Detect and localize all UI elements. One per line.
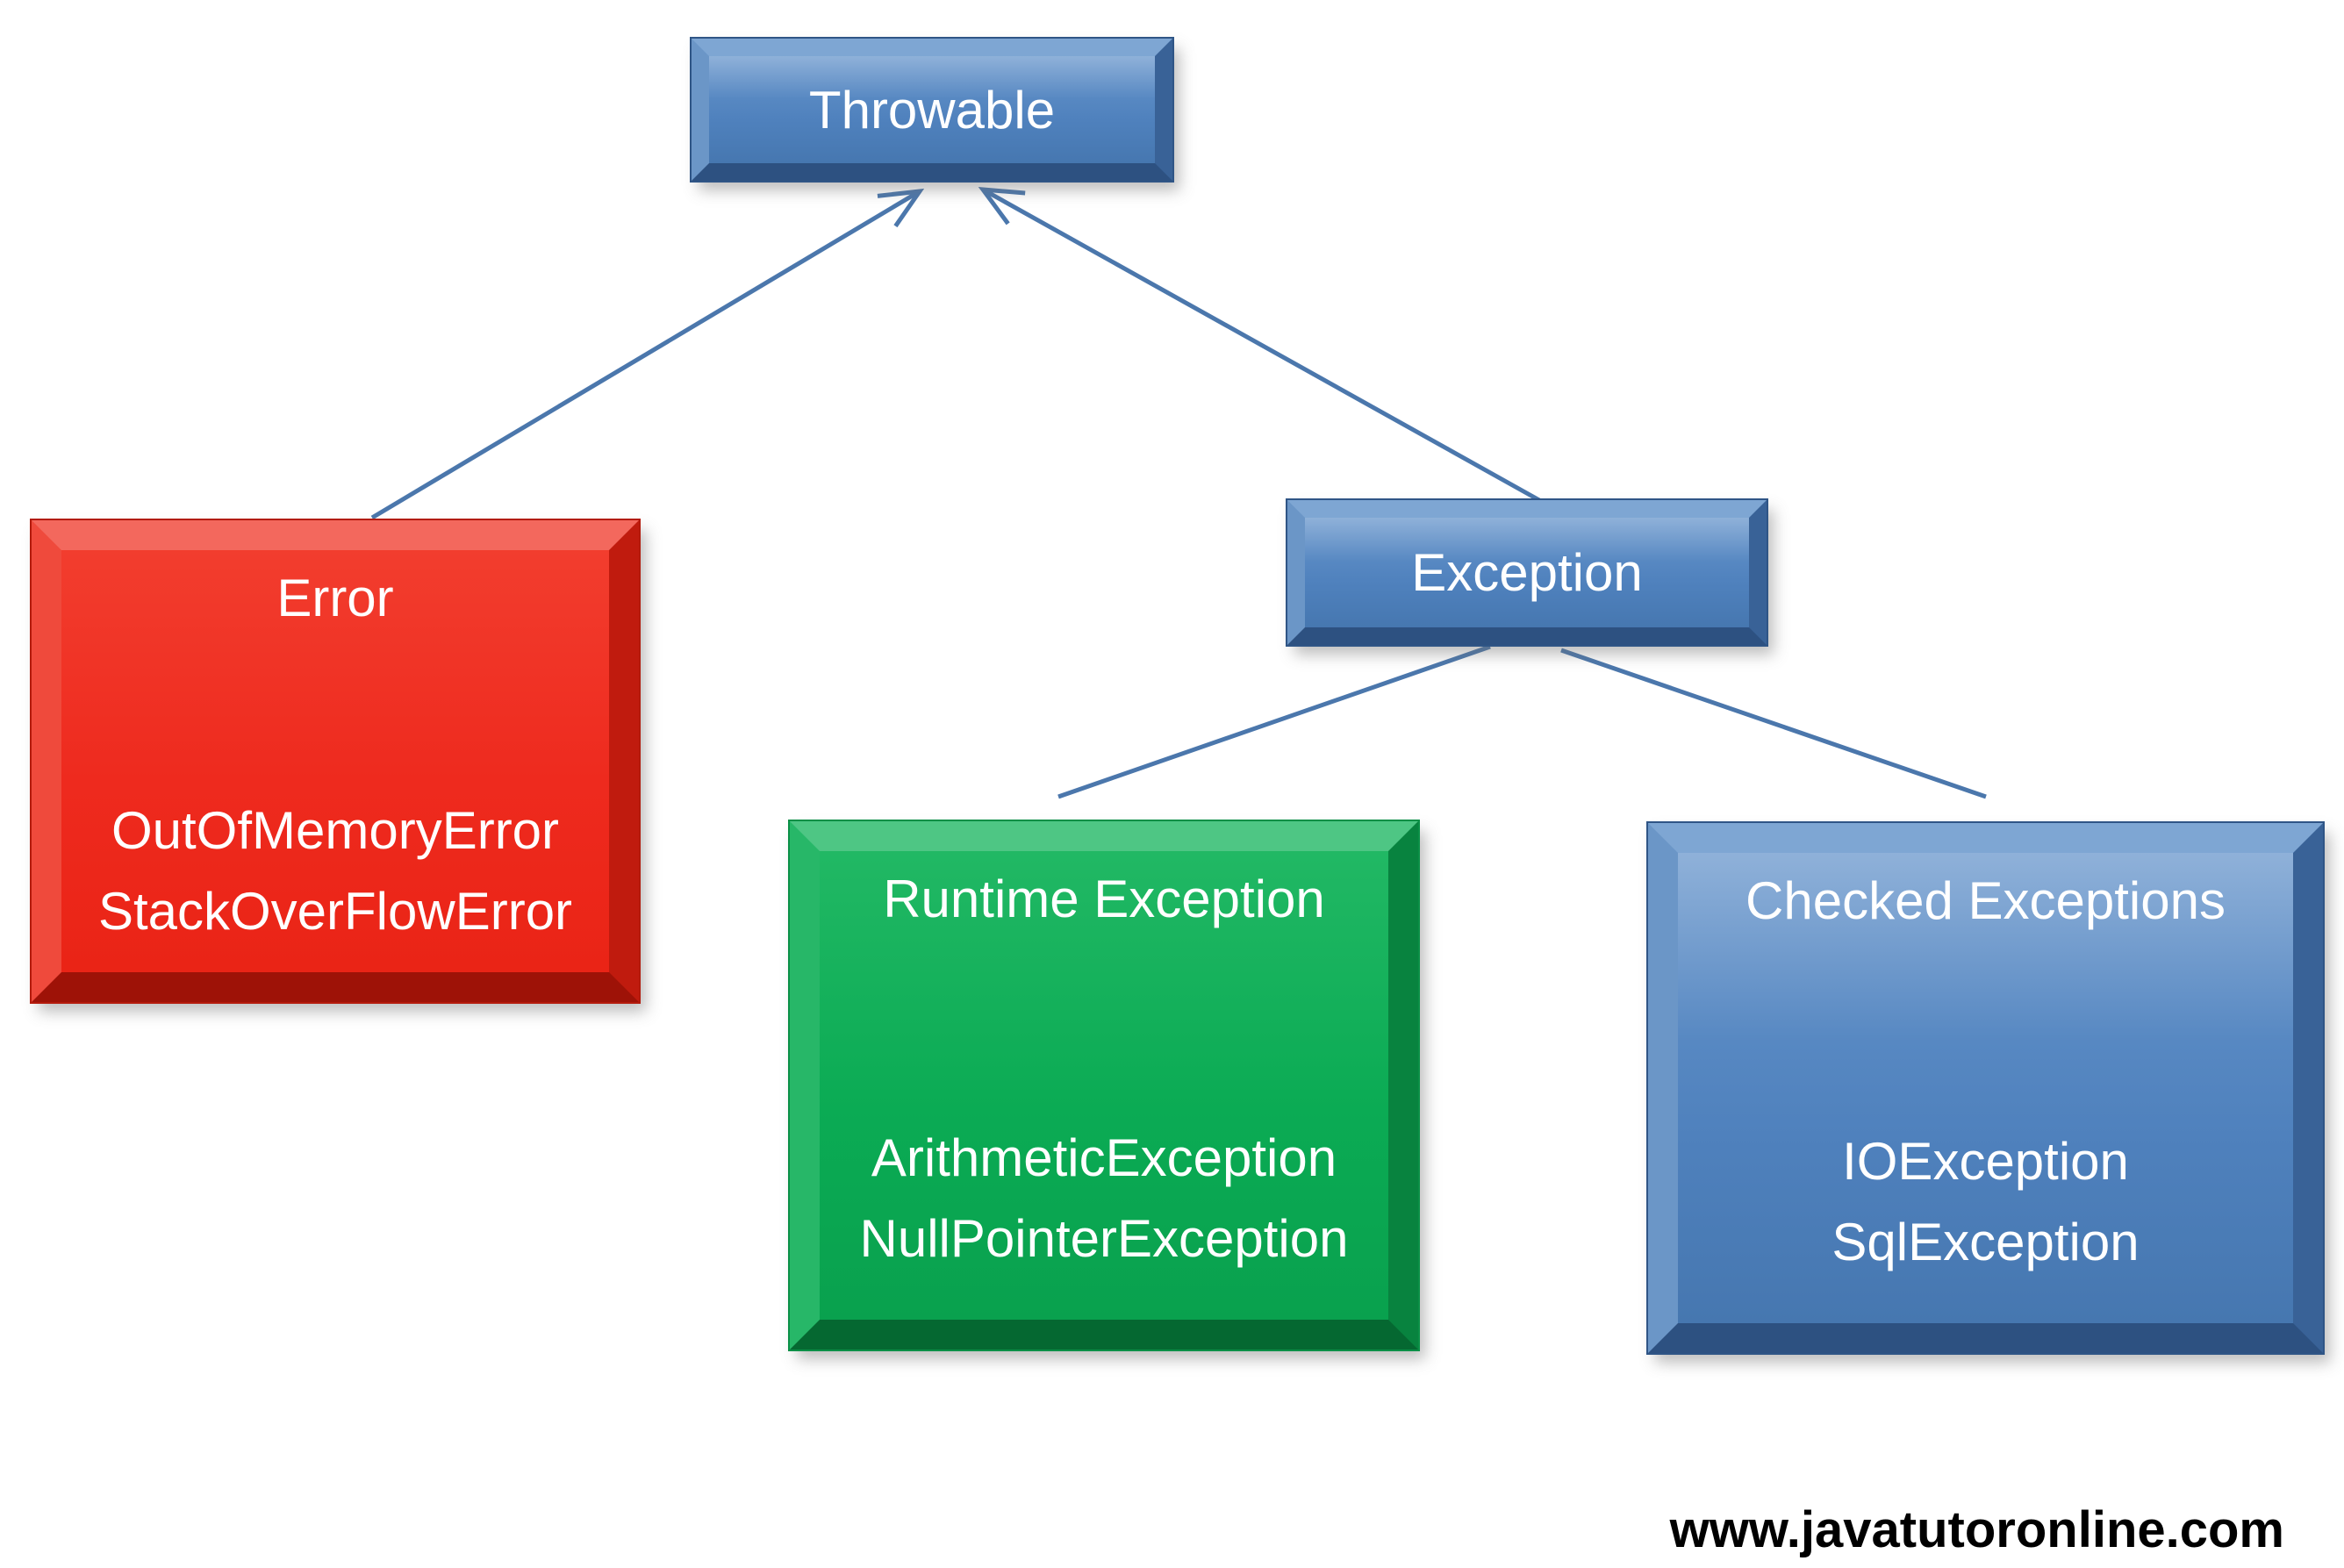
node-runtime-exception-subclasses: ArithmeticException NullPointerException	[820, 1118, 1388, 1279]
subclass-item: StackOverFlowError	[97, 882, 573, 942]
subclass-item: OutOfMemoryError	[111, 801, 560, 861]
subclass-item: NullPointerException	[859, 1209, 1349, 1269]
node-throwable-label: Throwable	[808, 80, 1056, 140]
node-runtime-exception: Runtime Exception ArithmeticException Nu…	[790, 821, 1418, 1350]
node-checked-exceptions: Checked Exceptions IOException SqlExcept…	[1648, 823, 2323, 1353]
subclass-item: ArithmeticException	[871, 1128, 1337, 1188]
subclass-item: IOException	[1842, 1131, 2129, 1191]
node-error-subclasses: OutOfMemoryError StackOverFlowError	[61, 791, 609, 952]
subclass-item: SqlException	[1831, 1212, 2140, 1271]
watermark-url: www.javatutoronline.com	[1669, 1501, 2284, 1558]
node-exception-label: Exception	[1411, 543, 1643, 602]
node-error: Error OutOfMemoryError StackOverFlowErro…	[32, 520, 639, 1002]
edge-exception-to-throwable-arrow	[978, 187, 1541, 503]
node-exception: Exception	[1287, 500, 1767, 645]
edge-error-to-throwable-arrow	[370, 188, 925, 520]
node-error-label: Error	[276, 569, 394, 627]
edge-exception-to-checked-line	[1560, 648, 1987, 799]
node-checked-exceptions-subclasses: IOException SqlException	[1678, 1121, 2293, 1283]
node-throwable: Throwable	[692, 39, 1172, 181]
edge-exception-to-runtime-line	[1057, 644, 1491, 799]
node-checked-exceptions-label: Checked Exceptions	[1745, 871, 2226, 930]
node-runtime-exception-label: Runtime Exception	[883, 870, 1325, 928]
